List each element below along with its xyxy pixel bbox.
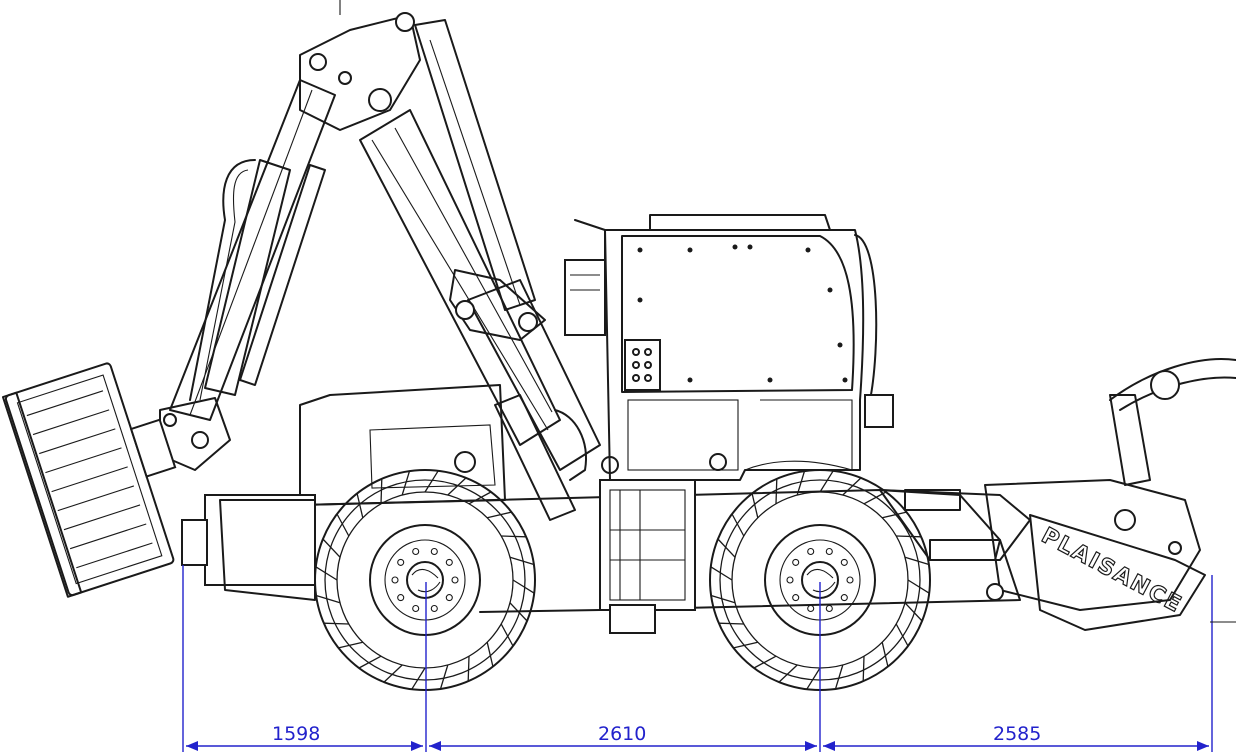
wheel-bolt [846,576,854,584]
tread-lug [336,513,350,537]
tread-lug [500,623,514,647]
tread-lug [904,556,930,566]
wheel-bolt [786,576,794,584]
wheel-bolt [430,547,438,556]
tread-lug [468,491,492,505]
tread-lug [338,641,363,649]
tread-lug [467,656,470,682]
tread-lug [509,556,535,566]
dim-front-overhang: 1598 [272,723,320,745]
tread-lug [718,622,744,625]
tread-lug [383,664,403,683]
wheel-bolt [391,576,399,584]
tread-lug [322,538,341,558]
tread-lug [882,511,907,519]
tread-lug [501,535,527,538]
tread-lug [356,493,364,518]
tread-lug [842,477,862,496]
front-wheel [314,469,536,691]
tread-lug [751,493,759,518]
tread-lug [315,566,338,581]
rear-wheel [709,469,931,691]
wheel-bolt [412,604,420,613]
tread-lug [731,513,745,537]
tread-lug [806,667,821,690]
tread-lug [358,655,382,669]
tread-lug [439,664,449,690]
tread-lug [710,594,736,604]
tread-lug [753,655,777,669]
tread-lug [486,642,494,667]
cab [564,214,894,481]
wheel-bolt [445,594,453,602]
tread-lug [796,470,806,496]
tread-lug [487,511,512,519]
tread-lug [834,664,844,690]
tread-lug [907,579,930,594]
wheel-bolt [792,558,800,566]
tread-lug [380,478,383,504]
tread-lug [512,579,535,594]
wheel-bolt [825,547,833,556]
wheel-bolt [397,558,405,566]
tread-lug [411,667,426,690]
tread-lug [881,642,889,667]
tread-lug [710,566,733,581]
wheel-bolt [825,604,833,613]
wheel-bolt [807,604,815,613]
boom-arm [159,12,619,521]
tread-lug [863,491,887,505]
tread-lug [424,470,439,493]
tread-lug [401,470,411,496]
tread-lug [315,594,341,604]
tread-lug [778,664,798,683]
chassis [181,384,1031,634]
tread-lug [819,470,834,493]
wheel-bolt [412,547,420,556]
wheel-bolt [840,558,848,566]
wheel-bolt [397,594,405,602]
wheel-bolt [445,558,453,566]
tread-lug [896,535,922,538]
tread-lug [733,641,758,649]
wheel-bolt [792,594,800,602]
wheel-bolt [840,594,848,602]
wheel-bolt [451,576,459,584]
tread-lug [717,538,736,558]
tread-lug [904,602,923,622]
dim-wheelbase: 2610 [598,723,646,745]
flail-mower-head [1,362,177,598]
tread-lug [509,602,528,622]
tread-lug [862,656,865,682]
dimension-lines: 1598 2610 2585 [182,565,1213,752]
tread-lug [895,623,909,647]
wheel-bolt [807,547,815,556]
wheel-bolt [430,604,438,613]
dim-rear-overhang: 2585 [993,723,1041,745]
tread-lug [775,478,778,504]
tread-lug [447,477,467,496]
tread-lug [323,622,349,625]
